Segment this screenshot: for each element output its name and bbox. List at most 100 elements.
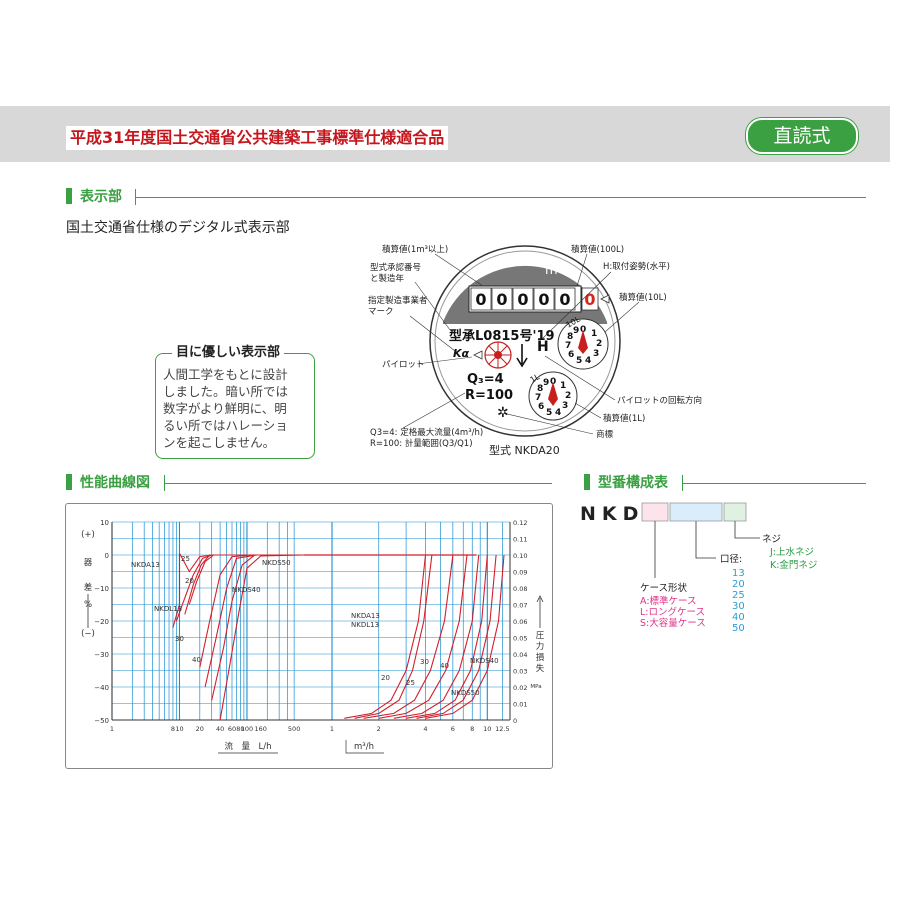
digit-cells	[470, 287, 576, 311]
page-title: 平成31年度国土交通省公共建築工事標準仕様適合品	[66, 126, 449, 150]
chart-axis-label-left: 器	[84, 558, 93, 568]
chart-series-label-pressure: NKDS50	[451, 689, 480, 697]
q3-value: Q₃=4	[467, 372, 504, 387]
digit-3: 0	[517, 290, 528, 309]
svg-text:0: 0	[580, 325, 586, 335]
chart-series-label-pressure: NKDL13	[351, 621, 379, 629]
svg-text:4: 4	[555, 408, 561, 418]
callout-title: 目に優しい表示部	[172, 345, 285, 361]
meter-face-diagram: 0 0 0 0 0 0 m³ 型承L0815号'19 Kα H Q₃=4 R=1…	[368, 244, 702, 457]
unit-label: m³	[545, 263, 563, 278]
label-q3-note-1: Q3=4: 定格最大流量(4m³/h)	[370, 427, 483, 438]
chart-tick-label-x: 1	[110, 725, 114, 733]
trademark-icon: ✲	[497, 405, 509, 421]
label-pilot-direction: パイロットの回転方向	[617, 395, 702, 406]
chart-tick-label-right: 0.11	[513, 536, 527, 544]
section-heading-performance: 性能曲線図	[80, 475, 150, 491]
svg-text:30: 30	[732, 601, 745, 612]
svg-text:1: 1	[560, 381, 566, 391]
chart-curves	[172, 553, 505, 721]
callout-body: 人間工学をもとに設計 しました。暗い所では 数字がより鮮明に、明 るい所ではハレ…	[163, 366, 313, 451]
chart-series-label-pressure: 30	[420, 658, 429, 666]
svg-text:3: 3	[593, 349, 599, 359]
svg-text:13: 13	[732, 568, 745, 579]
svg-text:5: 5	[546, 408, 552, 418]
chart-tick-label-x: 80	[236, 725, 244, 733]
bore-values: 13 20 25 30 40 50	[732, 568, 745, 634]
bore-box	[669, 502, 723, 522]
pressure-curve-NKDS50	[425, 554, 505, 719]
svg-text:L:ロングケース: L:ロングケース	[640, 606, 705, 618]
chart-series-label-error: NKDL13	[154, 605, 182, 613]
label-maker-1: 指定製造事業者	[368, 295, 428, 306]
display-lead-text: 国土交通省仕様のデジタル式表示部	[66, 220, 290, 236]
chart-tick-label-x: 20	[196, 725, 204, 733]
svg-text:8: 8	[537, 384, 543, 394]
error-curve-20	[184, 554, 280, 615]
maker-mark: Kα	[453, 347, 470, 360]
chart-tick-label-x: 8	[171, 725, 175, 733]
chart-tick-label-right: 0.01	[513, 701, 527, 709]
chart-tick-label-x: 8	[470, 725, 474, 733]
svg-text:A:標準ケース: A:標準ケース	[640, 595, 697, 607]
thread-option: J:上水ネジ	[769, 546, 814, 558]
chart-tick-label-right: 0	[513, 717, 517, 725]
svg-text:9: 9	[573, 326, 579, 336]
chart-tick-label-right: 0.04	[513, 651, 527, 659]
chart-tick-label-x: 6	[451, 725, 455, 733]
chart-axis-label-right: 圧	[536, 631, 545, 641]
label-pilot: パイロット	[382, 360, 425, 370]
chart-tick-label-right: 0.02	[513, 684, 527, 692]
chart-tick-label-x: 10	[483, 725, 491, 733]
chart-series-label-pressure: 20	[381, 674, 390, 682]
label-maker-2: マーク	[368, 307, 394, 317]
pressure-curve-25	[378, 554, 468, 719]
chart-tick-label-x: 10	[175, 725, 183, 733]
chart-series-label-pressure: NKDS40	[470, 657, 499, 665]
svg-text:6: 6	[568, 350, 574, 360]
chart-tick-label-right: 0.03	[513, 668, 527, 676]
performance-chart: 100−10−20−30−40−50(+)器差%(−)0.120.110.100…	[81, 519, 545, 754]
model-number-diagram: NKD ネジ J:上水ネジ K:金門ネジ 口径: 13 20 25 30 40 …	[580, 502, 817, 634]
thread-option: K:金門ネジ	[770, 559, 817, 571]
chart-xlabel-left: 流 量 L/h	[225, 741, 272, 752]
chart-tick-label-left: 0	[105, 552, 109, 560]
direct-reading-badge: 直読式	[746, 118, 858, 154]
chart-tick-label-right: 0.05	[513, 635, 527, 643]
chart-tick-label-left: −40	[94, 684, 109, 692]
svg-text:1: 1	[591, 329, 597, 339]
pressure-curve-20	[363, 554, 454, 719]
chart-series-label-error: 25	[181, 555, 190, 563]
chart-tick-label-x: 40	[216, 725, 224, 733]
pressure-curve-40	[406, 554, 488, 719]
callout-line: るい所ではハレーショ	[163, 418, 288, 433]
svg-text:9: 9	[543, 378, 549, 388]
section-divider-tick	[135, 189, 136, 205]
svg-text:7: 7	[535, 393, 541, 403]
chart-frame	[65, 503, 553, 769]
label-total-1l: 積算値(1L)	[603, 413, 645, 424]
meter-model: 型式 NKDA20	[489, 443, 560, 457]
svg-text:4: 4	[585, 356, 591, 366]
chart-series-label-error: 20	[185, 577, 194, 585]
chart-tick-label-x: 4	[423, 725, 427, 733]
case-label: ケース形状	[640, 582, 688, 594]
chart-axis-label-left: (+)	[81, 530, 95, 540]
svg-text:40: 40	[732, 612, 745, 623]
dial-10l-needle	[578, 330, 588, 354]
chart-xlabel-bracket	[345, 740, 384, 754]
model-prefix: NKD	[580, 503, 644, 525]
svg-text:2: 2	[596, 339, 602, 349]
svg-text:20: 20	[732, 579, 745, 590]
error-curve-NKDS40	[211, 554, 304, 701]
svg-text:S:大容量ケース: S:大容量ケース	[640, 617, 706, 629]
chart-axis-label-right: 失	[536, 663, 545, 674]
pressure-curve-NKDA13	[344, 554, 427, 719]
chart-tick-label-right: 0.12	[513, 519, 527, 527]
chart-axis-label-right: 損	[536, 652, 545, 663]
chart-tick-label-left: −20	[94, 618, 109, 626]
chart-axis-label-left: 差	[84, 582, 93, 593]
section-marker-display	[66, 188, 72, 204]
